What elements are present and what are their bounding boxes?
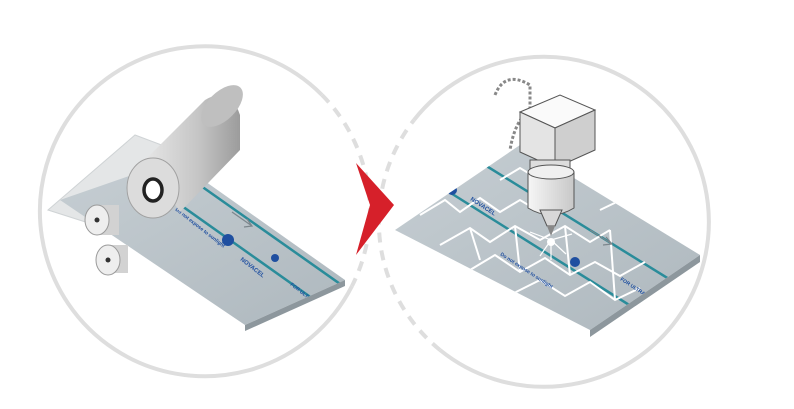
- brand-mark: [222, 234, 234, 246]
- chevron-right-icon: [356, 163, 394, 255]
- brand-mark: [447, 185, 457, 195]
- direction-arrow-icon: [589, 229, 614, 246]
- laser-head-icon: [493, 77, 597, 236]
- brand-mark: [570, 257, 580, 267]
- laser-sparks: [529, 231, 573, 260]
- film-roll: [126, 85, 243, 219]
- nip-rollers: [84, 204, 128, 276]
- direction-arrow-icon: [231, 211, 254, 228]
- left-step-ring: [37, 44, 372, 379]
- film-roll-icon: NOVACEL FOR ULTRA PROTECTION Do not expo…: [46, 85, 345, 331]
- laser-cutting-step: NOVACEL FOR ULTRA PROTECTION Do not expo…: [395, 77, 700, 337]
- brand-mark: [271, 254, 279, 262]
- right-step-ring: [376, 54, 711, 389]
- cut-sheet: NOVACEL FOR ULTRA PROTECTION Do not expo…: [395, 145, 700, 337]
